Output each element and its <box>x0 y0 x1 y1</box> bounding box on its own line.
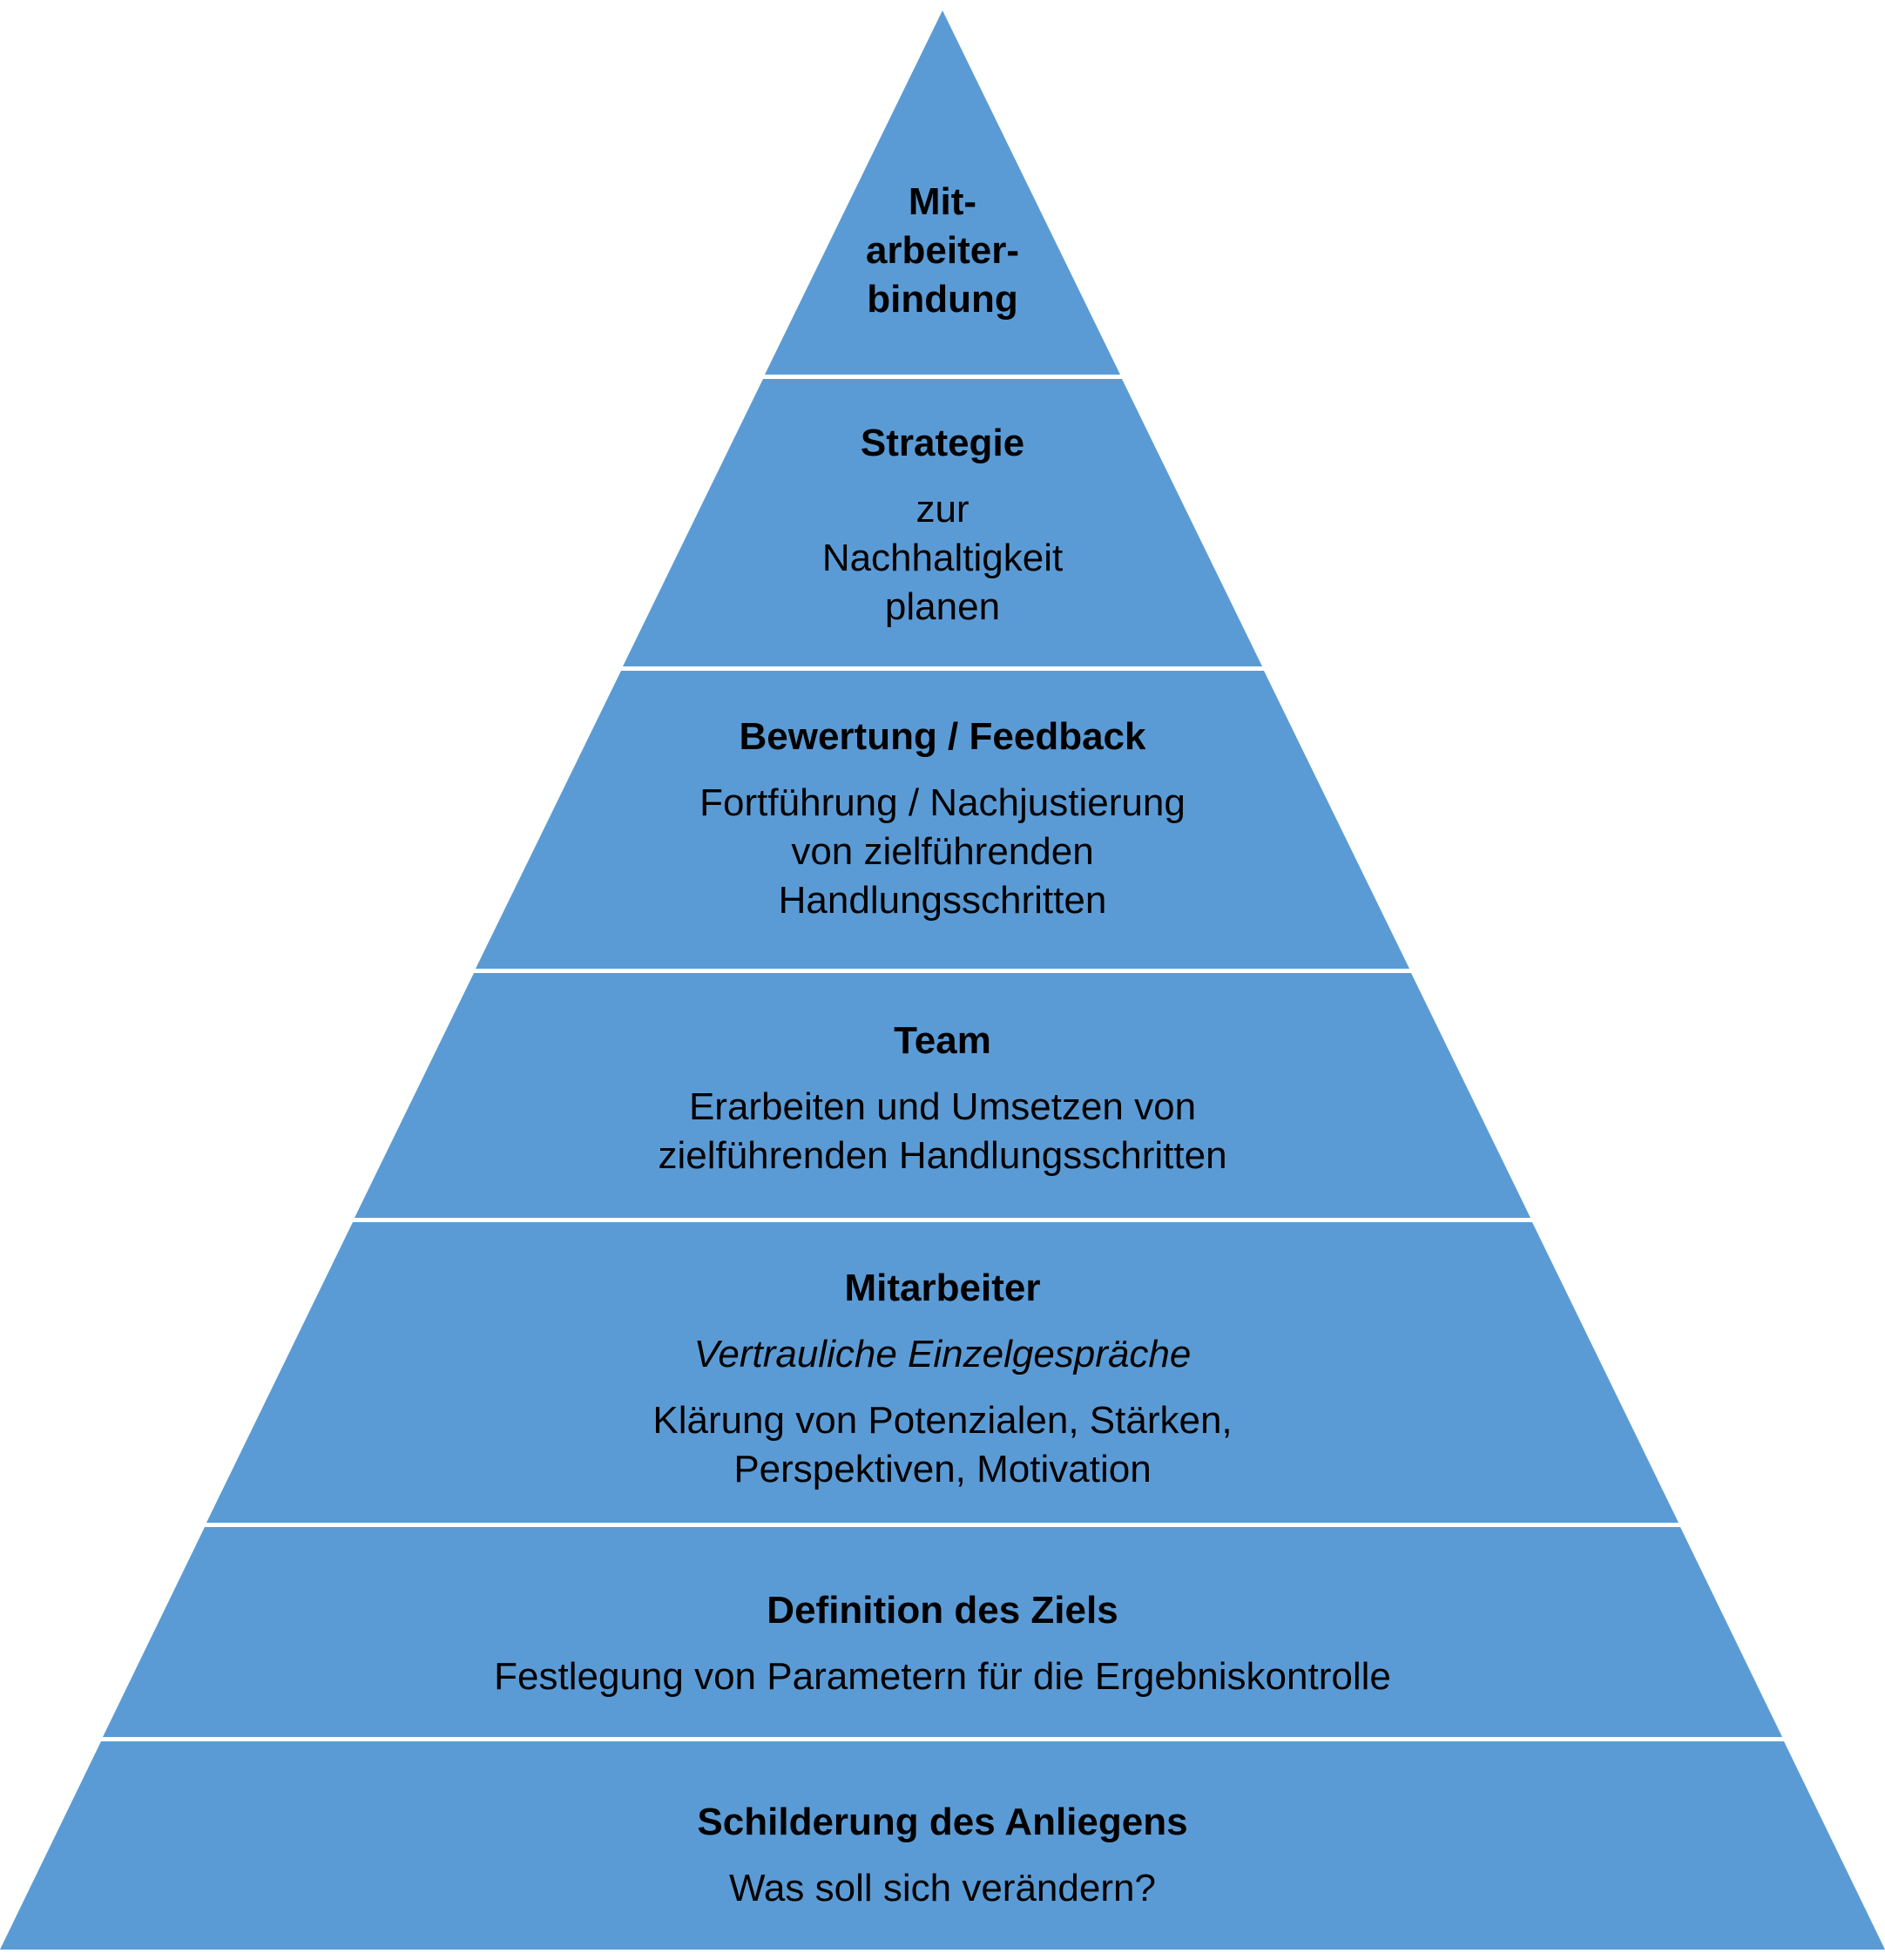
level-6-description: Festlegung von Parametern für die Ergebn… <box>494 1655 1391 1698</box>
pyramid-level-7-shape <box>0 1741 1885 1950</box>
level-2-description: zur Nachhaltigkeit planen <box>821 488 1064 628</box>
pyramid-level-2: Strategie zur Nachhaltigkeit planen <box>0 419 1885 632</box>
pyramid-level-5: Mitarbeiter Vertrauliche Einzelgespräche… <box>0 1264 1885 1494</box>
level-1-title: Mit- arbeiter- bindung <box>865 180 1020 321</box>
level-3-title: Bewertung / Feedback <box>739 715 1146 758</box>
pyramid-level-6: Definition des Ziels Festlegung von Para… <box>0 1586 1885 1701</box>
pyramid-level-6-shape <box>103 1527 1782 1737</box>
pyramid-level-4-shape <box>355 973 1530 1218</box>
level-4-title: Team <box>894 1019 991 1062</box>
level-2-title: Strategie <box>860 422 1025 464</box>
pyramid-level-3-shape <box>476 671 1409 969</box>
level-5-title: Mitarbeiter <box>844 1267 1041 1309</box>
level-5-subtitle: Vertrauliche Einzelgespräche <box>693 1333 1192 1375</box>
level-4-description: Erarbeiten und Umsetzen von zielführende… <box>658 1085 1227 1177</box>
pyramid-level-4: Team Erarbeiten und Umsetzen von zielfüh… <box>0 1017 1885 1180</box>
pyramid-level-2-shape <box>623 379 1262 666</box>
level-7-title: Schilderung des Anliegens <box>697 1801 1188 1843</box>
level-6-title: Definition des Ziels <box>767 1589 1118 1632</box>
pyramid-level-1: Mit- arbeiter- bindung <box>0 178 1885 324</box>
level-3-description: Fortführung / Nachjustierung von zielfüh… <box>699 781 1186 922</box>
level-5-description: Klärung von Potenzialen, Stärken, Perspe… <box>652 1399 1233 1490</box>
level-7-description: Was soll sich verändern? <box>729 1867 1156 1909</box>
pyramid-level-7: Schilderung des Anliegens Was soll sich … <box>0 1798 1885 1913</box>
pyramid-level-5-shape <box>206 1222 1679 1523</box>
pyramid-level-3: Bewertung / Feedback Fortführung / Nachj… <box>0 713 1885 925</box>
pyramid-level-1-shape <box>765 10 1120 375</box>
